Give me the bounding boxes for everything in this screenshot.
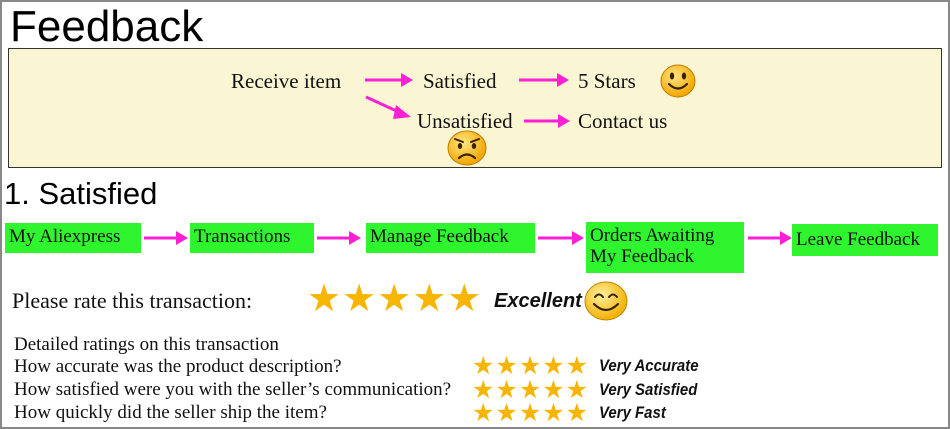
rating-label: Please rate this transaction:: [12, 288, 253, 313]
smiling-face-icon: [584, 281, 628, 321]
shipping-verdict: Very Fast: [599, 403, 666, 422]
arrow-right-icon: [144, 231, 188, 245]
step-my-aliexpress: My Aliexpress: [5, 223, 141, 253]
arrow-right-icon: [524, 114, 570, 128]
section-heading: 1. Satisfied: [4, 176, 158, 211]
overall-rating-verdict: Excellent: [494, 290, 582, 312]
arrow-right-icon: [365, 73, 413, 87]
detailed-ratings-heading: Detailed ratings on this transaction: [14, 334, 279, 355]
feedback-flow-box: Receive item Satisfied 5 Stars Unsatisfi…: [8, 48, 942, 168]
rating-question-description: How accurate was the product description…: [14, 356, 342, 377]
flow-unsatisfied: Unsatisfied: [417, 109, 513, 133]
arrow-right-icon: [317, 231, 361, 245]
communication-star-rating[interactable]: ★★★★★: [472, 377, 590, 404]
step-leave-feedback: Leave Feedback: [792, 224, 938, 256]
arrow-right-icon: [748, 231, 792, 245]
arrow-diagonal-icon: [365, 95, 411, 119]
flow-five-stars: 5 Stars: [578, 69, 636, 93]
step-transactions: Transactions: [190, 223, 314, 253]
description-verdict: Very Accurate: [599, 356, 699, 375]
flow-receive-item: Receive item: [231, 69, 342, 93]
shipping-star-rating[interactable]: ★★★★★: [472, 400, 590, 427]
overall-star-rating[interactable]: ★★★★★: [307, 278, 483, 320]
step-orders-awaiting-feedback: Orders Awaiting My Feedback: [586, 222, 744, 273]
sad-face-icon: [447, 130, 487, 166]
step-manage-feedback: Manage Feedback: [366, 223, 535, 253]
flow-contact-us: Contact us: [578, 109, 668, 133]
rating-question-communication: How satisfied were you with the seller’s…: [14, 379, 452, 400]
description-star-rating[interactable]: ★★★★★: [472, 353, 590, 380]
page-title: Feedback: [10, 2, 204, 51]
arrow-right-icon: [538, 231, 584, 245]
happy-face-icon: [660, 64, 696, 98]
arrow-right-icon: [519, 73, 569, 87]
flow-satisfied: Satisfied: [423, 69, 497, 93]
communication-verdict: Very Satisfied: [599, 380, 698, 399]
rating-question-shipping: How quickly did the seller ship the item…: [14, 402, 327, 423]
